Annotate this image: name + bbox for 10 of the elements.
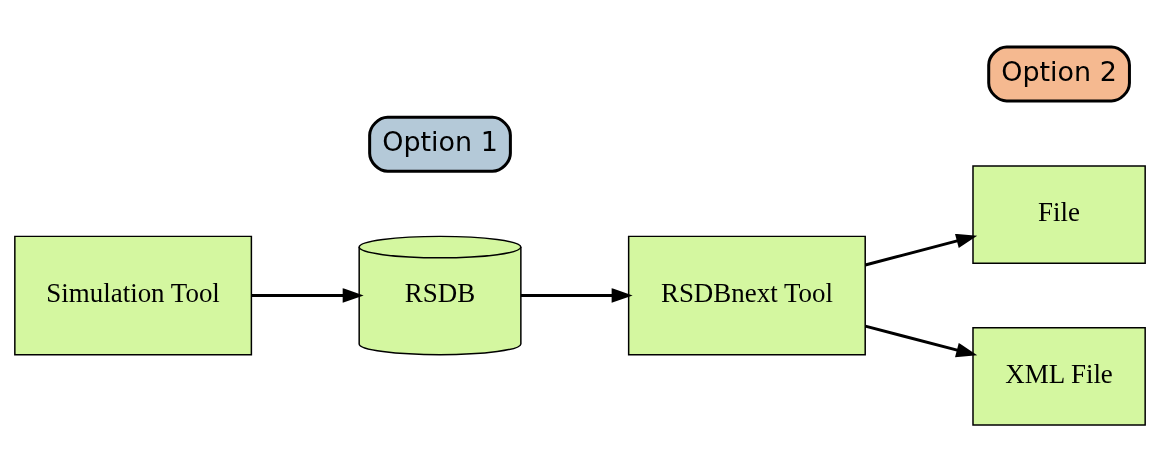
- node-box: Simulation Tool: [14, 235, 253, 355]
- node-box: Option 2: [987, 45, 1131, 102]
- arrow: [251, 287, 364, 303]
- node-box: XML File: [972, 326, 1146, 426]
- arrow: [864, 233, 978, 266]
- arrow: [520, 287, 633, 303]
- node-box: File: [972, 164, 1146, 264]
- arrow: [864, 324, 978, 357]
- node-box: Option 1: [368, 115, 512, 173]
- node-box: RSDBnext Tool: [627, 235, 866, 355]
